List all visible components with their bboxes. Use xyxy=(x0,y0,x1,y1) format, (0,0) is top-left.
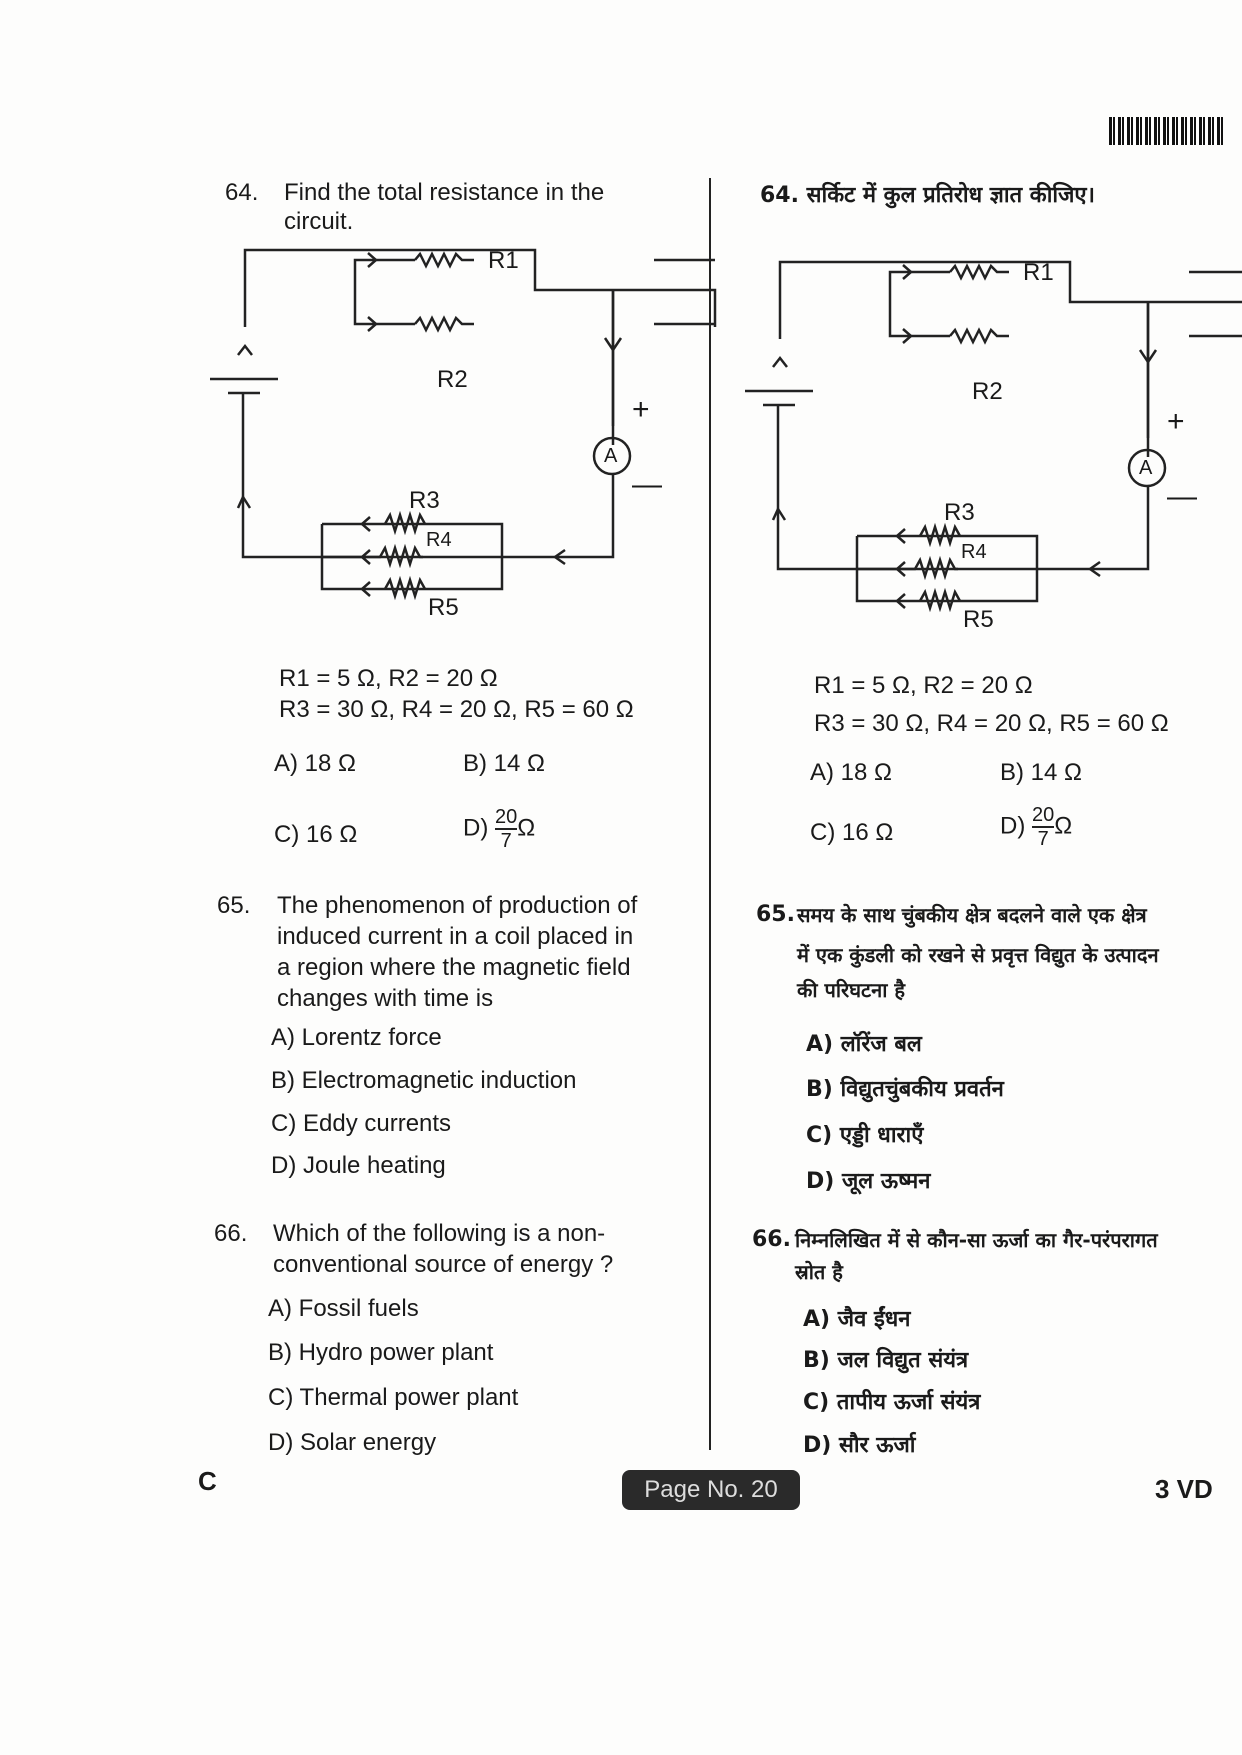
q66-option-c: C) Thermal power plant xyxy=(268,1384,519,1411)
q66-option-d: D) Solar energy xyxy=(268,1429,437,1456)
q65-hindi-option-c: C) एड्डी धाराएँ xyxy=(806,1123,924,1148)
column-divider xyxy=(709,178,711,1450)
page-number-badge: Page No. 20 xyxy=(622,1470,800,1510)
q66-number-hi: 66. xyxy=(752,1227,791,1252)
q64-option-b: B) 14 Ω xyxy=(1000,759,1082,786)
q66-text: conventional source of energy ? xyxy=(273,1251,614,1278)
q65-option-a: A) Lorentz force xyxy=(271,1024,442,1051)
q65-option-b: B) Electromagnetic induction xyxy=(271,1067,577,1094)
q65-option-d: D) Joule heating xyxy=(271,1152,446,1179)
label-r1: R1 xyxy=(1023,259,1054,286)
label-r4: R4 xyxy=(961,541,987,563)
plus-sign: + xyxy=(1167,405,1185,438)
q64-option-a: A) 18 Ω xyxy=(274,750,356,777)
q64-values-1: R1 = 5 Ω, R2 = 20 Ω xyxy=(279,665,498,692)
label-r2: R2 xyxy=(972,378,1003,405)
q64-values-1: R1 = 5 Ω, R2 = 20 Ω xyxy=(814,672,1033,699)
q66-hindi-option-b: B) जल विद्युत संयंत्र xyxy=(803,1348,969,1373)
q65-text: induced current in a coil placed in xyxy=(277,923,634,950)
q65-option-c: C) Eddy currents xyxy=(271,1110,452,1137)
q65-number-hi: 65. xyxy=(756,902,795,927)
label-r5: R5 xyxy=(963,606,994,633)
label-r1: R1 xyxy=(488,247,519,274)
footer-paper-code: 3 VD xyxy=(1155,1474,1213,1504)
q65-hindi-option-d: D) जूल ऊष्मन xyxy=(806,1169,931,1194)
ammeter-label: A xyxy=(604,445,618,467)
q66-hindi-option-a: A) जैव ईंधन xyxy=(803,1307,911,1332)
q65-hindi-option-b: B) विद्युतचुंबकीय प्रवर्तन xyxy=(806,1077,1004,1102)
q66-hindi-option-d: D) सौर ऊर्जा xyxy=(803,1433,916,1458)
label-r4: R4 xyxy=(426,529,452,551)
q64-option-a: A) 18 Ω xyxy=(810,759,892,786)
label-r5: R5 xyxy=(428,594,459,621)
label-r3: R3 xyxy=(944,499,975,526)
q65-hindi-text: समय के साथ चुंबकीय क्षेत्र बदलने वाले एक… xyxy=(797,903,1147,927)
q65-hindi-text: में एक कुंडली को रखने से प्रवृत्त विद्यु… xyxy=(797,943,1159,967)
q64-text-2: circuit. xyxy=(284,208,354,235)
q65-text: a region where the magnetic field xyxy=(277,954,631,981)
q66-option-b: B) Hydro power plant xyxy=(268,1339,494,1366)
q64-hindi: 64. सर्किट में कुल प्रतिरोध ज्ञात कीजिए। xyxy=(760,183,1095,208)
q66-number: 66. xyxy=(214,1220,248,1247)
q66-option-a: A) Fossil fuels xyxy=(268,1295,419,1322)
q64-option-c: C) 16 Ω xyxy=(274,821,358,848)
q64-values-2: R3 = 30 Ω, R4 = 20 Ω, R5 = 60 Ω xyxy=(814,710,1169,737)
q66-hindi-text: स्रोत है xyxy=(795,1260,843,1284)
label-r2: R2 xyxy=(437,366,468,393)
q66-hindi-text: निम्नलिखित में से कौन-सा ऊर्जा का गैर-पर… xyxy=(795,1228,1158,1252)
q66-text: Which of the following is a non- xyxy=(273,1220,606,1247)
q66-hindi-option-c: C) तापीय ऊर्जा संयंत्र xyxy=(803,1390,981,1415)
footer-series-code: C xyxy=(198,1466,217,1496)
q65-hindi-option-a: A) लॉरेंज बल xyxy=(806,1032,922,1057)
label-r3: R3 xyxy=(409,487,440,514)
q64-option-b: B) 14 Ω xyxy=(463,750,545,777)
q65-hindi-text: की परिघटना है xyxy=(797,978,905,1002)
barcode xyxy=(1109,117,1223,145)
q65-text: The phenomenon of production of xyxy=(277,892,638,919)
minus-sign: — xyxy=(1167,480,1197,513)
plus-sign: + xyxy=(632,393,650,426)
q64-number: 64. xyxy=(225,179,259,206)
q65-text: changes with time is xyxy=(277,985,494,1012)
minus-sign: — xyxy=(632,468,662,501)
ammeter-label: A xyxy=(1139,457,1153,479)
q64-text: Find the total resistance in the xyxy=(284,179,605,206)
q64-option-c: C) 16 Ω xyxy=(810,819,894,846)
q65-number: 65. xyxy=(217,892,251,919)
q64-values-2: R3 = 30 Ω, R4 = 20 Ω, R5 = 60 Ω xyxy=(279,696,634,723)
